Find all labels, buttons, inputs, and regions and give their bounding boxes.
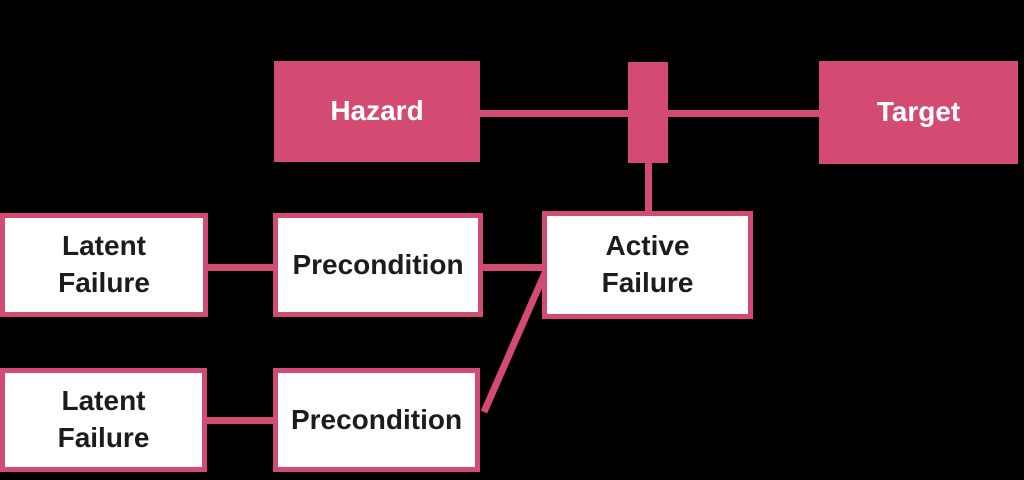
connector-barrier-target <box>668 110 819 117</box>
connector-latent-precondition-top <box>208 264 273 271</box>
node-precondition-bottom-label: Precondition <box>290 403 463 435</box>
node-target: Target <box>819 61 1018 164</box>
node-precondition-top: Precondition <box>273 213 483 317</box>
node-precondition-top-label: Precondition <box>292 248 464 280</box>
node-latent-failure-bottom-label: Latent Failure <box>57 385 150 453</box>
node-target-label: Target <box>876 96 961 128</box>
node-latent-failure-top-label: Latent Failure <box>58 230 150 298</box>
node-active-failure-label: Active Failure <box>601 230 694 298</box>
connector-precondition-active-failure <box>483 264 545 271</box>
connector-latent-precondition-bottom <box>207 417 273 424</box>
node-active-failure: Active Failure <box>542 211 753 319</box>
connector-hazard-barrier <box>480 110 628 117</box>
node-hazard: Hazard <box>274 61 480 162</box>
connector-barrier-active-failure <box>645 163 652 215</box>
connector-precondition-bottom-active-failure <box>480 264 552 414</box>
node-precondition-bottom: Precondition <box>273 368 480 472</box>
node-latent-failure-bottom: Latent Failure <box>0 368 207 472</box>
node-latent-failure-top: Latent Failure <box>0 213 208 317</box>
barrier-bar <box>628 62 668 163</box>
node-hazard-label: Hazard <box>330 95 424 127</box>
